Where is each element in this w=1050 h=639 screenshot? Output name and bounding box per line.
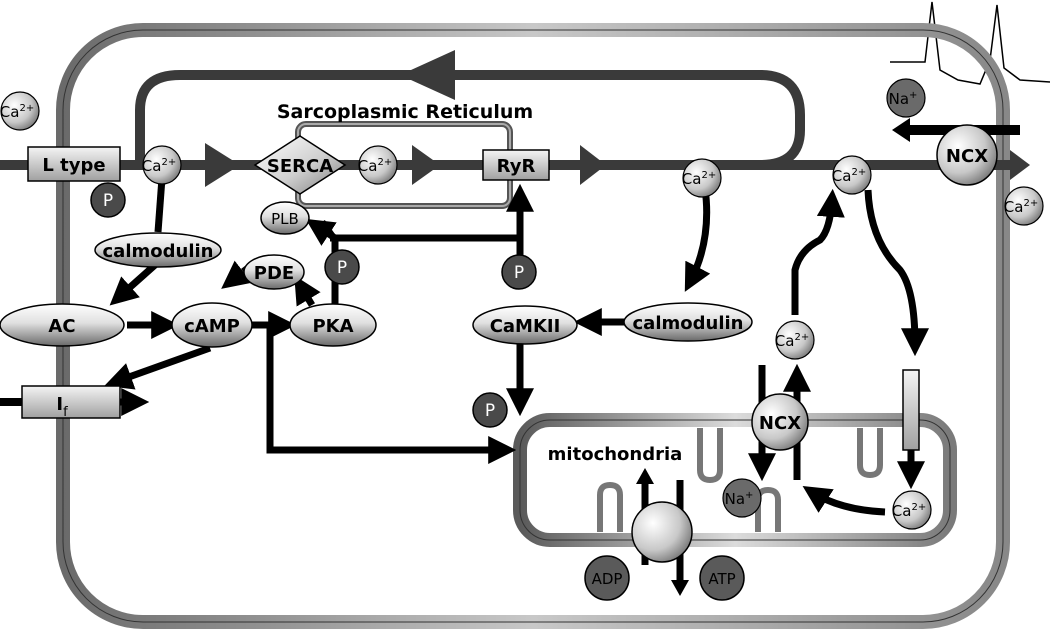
phosphate-label: P [514, 263, 524, 283]
phosphate-label: P [337, 258, 347, 278]
sodium-ion: Na+ [886, 78, 926, 118]
ncx-mitochondria-label: NCX [759, 413, 801, 434]
action-potential-trace [890, 1, 1050, 85]
calmodulin-left [94, 232, 222, 268]
l-type-label: L type [42, 155, 105, 176]
calcium-ion: Ca2+ [775, 320, 815, 360]
camkii-node [472, 305, 578, 345]
svg-text:Na+: Na+ [725, 490, 754, 508]
phosphate-camkii [501, 254, 537, 290]
l-type-channel [27, 146, 121, 182]
phosphate-mito [472, 392, 508, 428]
calcium-ion: Ca2+ [1004, 186, 1044, 226]
calmodulin-right [623, 302, 753, 342]
atp-synthase [631, 501, 693, 563]
ac-node [0, 303, 125, 347]
phosphate-label: P [103, 191, 113, 211]
svg-text:Ca2+: Ca2+ [832, 167, 866, 185]
serca-label: SERCA [267, 156, 333, 177]
if-label: If [56, 394, 68, 420]
camkii-label: CaMKII [490, 316, 561, 337]
calcium-ion: Ca2+ [832, 155, 872, 195]
atp-node [699, 555, 745, 601]
calcium-ion: Ca2+ [358, 145, 398, 185]
svg-text:Ca2+: Ca2+ [0, 103, 34, 121]
adp-node [584, 555, 630, 601]
calcium-ion: Ca2+ [892, 490, 932, 530]
phosphate-label: P [485, 401, 495, 421]
svg-text:Ca2+: Ca2+ [358, 157, 392, 175]
svg-text:Ca2+: Ca2+ [682, 170, 716, 188]
pka-label: PKA [312, 316, 353, 337]
serca-pump [253, 135, 347, 195]
plb-label: PLB [271, 210, 299, 228]
camp-node [171, 302, 253, 348]
calmodulin-right-label: calmodulin [633, 313, 744, 334]
mito-ca-channel [902, 369, 920, 451]
svg-text:Ca2+: Ca2+ [892, 502, 926, 520]
ryr-label: RyR [497, 156, 536, 177]
ncx-mitochondria [751, 393, 809, 451]
svg-text:Ca2+: Ca2+ [1004, 198, 1038, 216]
flux-marker [205, 143, 240, 187]
pka-node [289, 303, 377, 347]
mitochondria-label: mitochondria [548, 444, 683, 465]
ac-label: AC [48, 316, 75, 337]
sr-loop-path [135, 70, 805, 170]
flux-marker [412, 145, 440, 185]
pathway-arrows [104, 177, 929, 516]
calcium-ion: Ca2+ [682, 158, 722, 198]
ncx-sarcolemma [936, 124, 998, 186]
svg-text:Na+: Na+ [889, 90, 918, 108]
phosphate-l-type [90, 182, 126, 218]
calmodulin-left-label: calmodulin [103, 241, 214, 262]
ncx-sarcolemma-label: NCX [946, 146, 988, 167]
pde-node [243, 254, 305, 290]
ryr-channel [482, 149, 550, 181]
flux-marker [580, 145, 606, 185]
svg-text:Ca2+: Ca2+ [775, 332, 809, 350]
calcium-ion: Ca2+ [142, 145, 182, 185]
phosphate-pka [324, 249, 360, 285]
camp-label: cAMP [184, 316, 240, 337]
atp-label: ATP [708, 570, 735, 588]
sodium-ion: Na+ [722, 478, 762, 518]
sr-loop-arrowhead [400, 50, 455, 100]
plb-node [260, 201, 310, 235]
calcium-ion: Ca2+ [0, 91, 40, 131]
pde-label: PDE [254, 263, 294, 284]
mitochondria-cristae [597, 428, 883, 532]
svg-text:Ca2+: Ca2+ [142, 157, 176, 175]
if-channel [21, 385, 121, 419]
adp-label: ADP [592, 570, 623, 588]
sr-title: Sarcoplasmic Reticulum [277, 101, 533, 123]
